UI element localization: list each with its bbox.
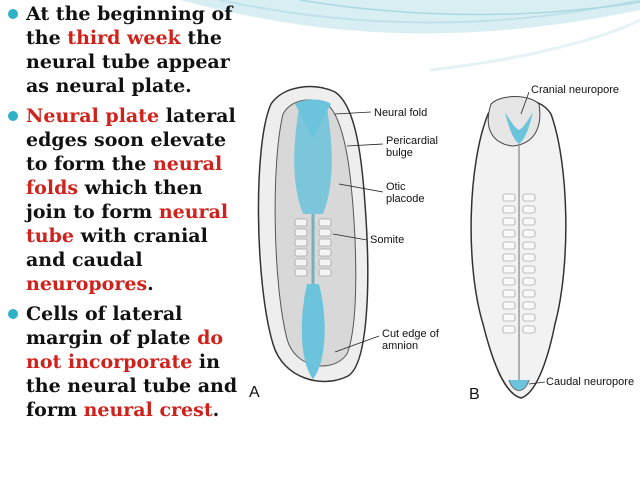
seg: with cranial and caudal xyxy=(26,225,208,271)
seg: . xyxy=(212,399,220,421)
bullet-1: At the beginning of the third week the n… xyxy=(6,2,246,98)
seg: neural folds xyxy=(26,153,223,199)
seg: At the beginning of the xyxy=(26,3,233,49)
seg: lateral edges soon elevate to form the xyxy=(26,105,236,175)
panel-label-b: B xyxy=(469,386,480,403)
embryo-illustration xyxy=(257,85,567,399)
bullet-2: Neural plate lateral edges soon elevate … xyxy=(6,104,246,296)
seg: neuropores xyxy=(26,273,148,295)
seg: do not incorporate xyxy=(26,327,224,373)
seg: . xyxy=(147,273,154,295)
bullet-dot-icon xyxy=(8,111,18,121)
seg: neural tube xyxy=(26,201,229,247)
label-caudal-neuropore: Caudal neuropore xyxy=(546,376,635,388)
seg: the neural tube appear as neural plate. xyxy=(26,27,230,97)
label-somite: Somite xyxy=(370,234,405,246)
label-neural-fold: Neural fold xyxy=(374,107,428,119)
label-otic-placode: Otic placode xyxy=(386,181,425,205)
seg: neural crest xyxy=(83,399,213,421)
embryo-figure: Neural fold Pericardial bulge Otic placo… xyxy=(243,84,640,410)
seg: in the neural tube and form xyxy=(26,351,238,421)
seg: third week xyxy=(67,27,181,49)
embryo-a xyxy=(257,85,369,383)
bullet-list: At the beginning of the third week the n… xyxy=(6,2,246,428)
embryo-b xyxy=(470,96,567,399)
panel-label-a: A xyxy=(249,384,260,401)
bullet-dot-icon xyxy=(8,9,18,19)
bullet-3: Cells of lateral margin of plate do not … xyxy=(6,302,246,422)
label-cranial-neuropore: Cranial neuropore xyxy=(531,84,620,96)
label-cut-edge-amnion: Cut edge of amnion xyxy=(382,328,439,352)
seg: Cells of lateral margin of plate xyxy=(26,303,198,349)
seg: Neural plate xyxy=(26,105,160,127)
decorative-swoosh xyxy=(180,0,640,72)
bullet-dot-icon xyxy=(8,309,18,319)
label-pericardial-bulge: Pericardial bulge xyxy=(386,135,438,159)
seg: which then join to form xyxy=(26,177,203,223)
